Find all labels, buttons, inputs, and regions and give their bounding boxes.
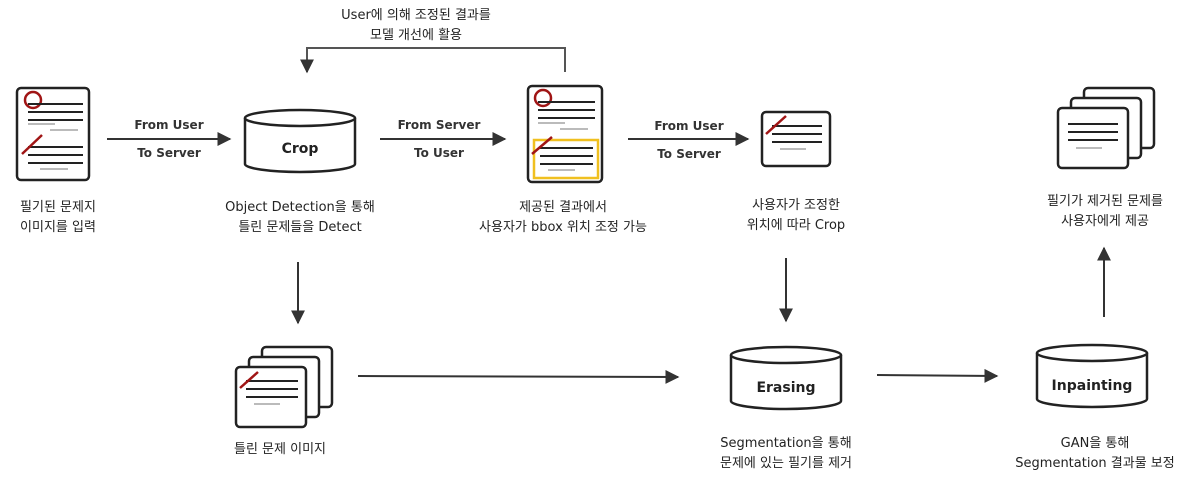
cropped-document-icon <box>760 110 832 168</box>
feedback-loop-arrow <box>300 47 566 74</box>
edge-3-top: From User <box>654 119 724 133</box>
inpainting-db-title: Inpainting <box>1052 378 1133 394</box>
edge-3-label: From User To Server <box>630 117 748 163</box>
feedback-label: User에 의해 조정된 결과를 모델 개선에 활용 <box>316 6 516 46</box>
result-caption-line1: 제공된 결과에서 <box>519 200 607 215</box>
wrong-images-caption: 틀린 문제 이미지 <box>200 440 360 460</box>
edge-1-bottom: To Server <box>137 146 201 160</box>
result-caption-line2: 사용자가 bbox 위치 조정 가능 <box>479 220 647 235</box>
result-caption: 제공된 결과에서 사용자가 bbox 위치 조정 가능 <box>448 198 678 238</box>
final-output-icon <box>1056 86 1156 170</box>
erasing-db-title: Erasing <box>756 380 815 396</box>
input-document-icon <box>15 86 91 182</box>
bbox-highlight <box>532 138 600 180</box>
wrong-images-caption-line1: 틀린 문제 이미지 <box>234 442 326 457</box>
cropped-caption-line2: 위치에 따라 Crop <box>746 218 846 233</box>
result-document-icon <box>526 84 604 184</box>
cropped-caption: 사용자가 조정한 위치에 따라 Crop <box>716 196 876 236</box>
images-to-erasing-arrow <box>357 369 680 384</box>
erasing-db-icon: Erasing <box>729 345 843 411</box>
erasing-caption-line2: 문제에 있는 필기를 제거 <box>720 456 852 471</box>
erasing-caption-line1: Segmentation을 통해 <box>720 436 852 451</box>
input-image-caption-line1: 필기된 문제지 <box>20 200 96 215</box>
inpainting-caption-line2: Segmentation 결과물 보정 <box>1015 456 1175 471</box>
erasing-to-inpainting-arrow <box>876 368 999 383</box>
feedback-label-line2: 모델 개선에 활용 <box>370 28 462 43</box>
final-output-caption: 필기가 제거된 문제를 사용자에게 제공 <box>1020 192 1190 232</box>
erasing-caption: Segmentation을 통해 문제에 있는 필기를 제거 <box>686 434 886 474</box>
crop-db-icon: Crop <box>243 108 357 174</box>
wrong-images-icon <box>234 345 334 429</box>
edge-2-bottom: To User <box>414 146 464 160</box>
inpainting-caption: GAN을 통해 Segmentation 결과물 보정 <box>1000 434 1190 474</box>
input-image-caption-line2: 이미지를 입력 <box>20 220 96 235</box>
feedback-label-line1: User에 의해 조정된 결과를 <box>341 8 491 23</box>
crop-caption-line1: Object Detection을 통해 <box>225 200 375 215</box>
edge-2-label: From Server To User <box>380 116 498 162</box>
edge-2-top: From Server <box>397 118 481 132</box>
edge-1-top: From User <box>134 118 204 132</box>
edge-1-label: From User To Server <box>110 116 228 162</box>
inpainting-db-icon: Inpainting <box>1035 343 1149 409</box>
input-image-caption: 필기된 문제지 이미지를 입력 <box>0 198 116 238</box>
crop-caption: Object Detection을 통해 틀린 문제들을 Detect <box>200 198 400 238</box>
crop-caption-line2: 틀린 문제들을 Detect <box>238 220 362 235</box>
inpainting-caption-line1: GAN을 통해 <box>1060 436 1130 451</box>
final-output-caption-line2: 사용자에게 제공 <box>1061 214 1149 229</box>
final-output-caption-line1: 필기가 제거된 문제를 <box>1047 194 1163 209</box>
edge-3-bottom: To Server <box>657 147 721 161</box>
cropped-caption-line1: 사용자가 조정한 <box>752 198 840 213</box>
crop-db-title: Crop <box>282 141 319 157</box>
